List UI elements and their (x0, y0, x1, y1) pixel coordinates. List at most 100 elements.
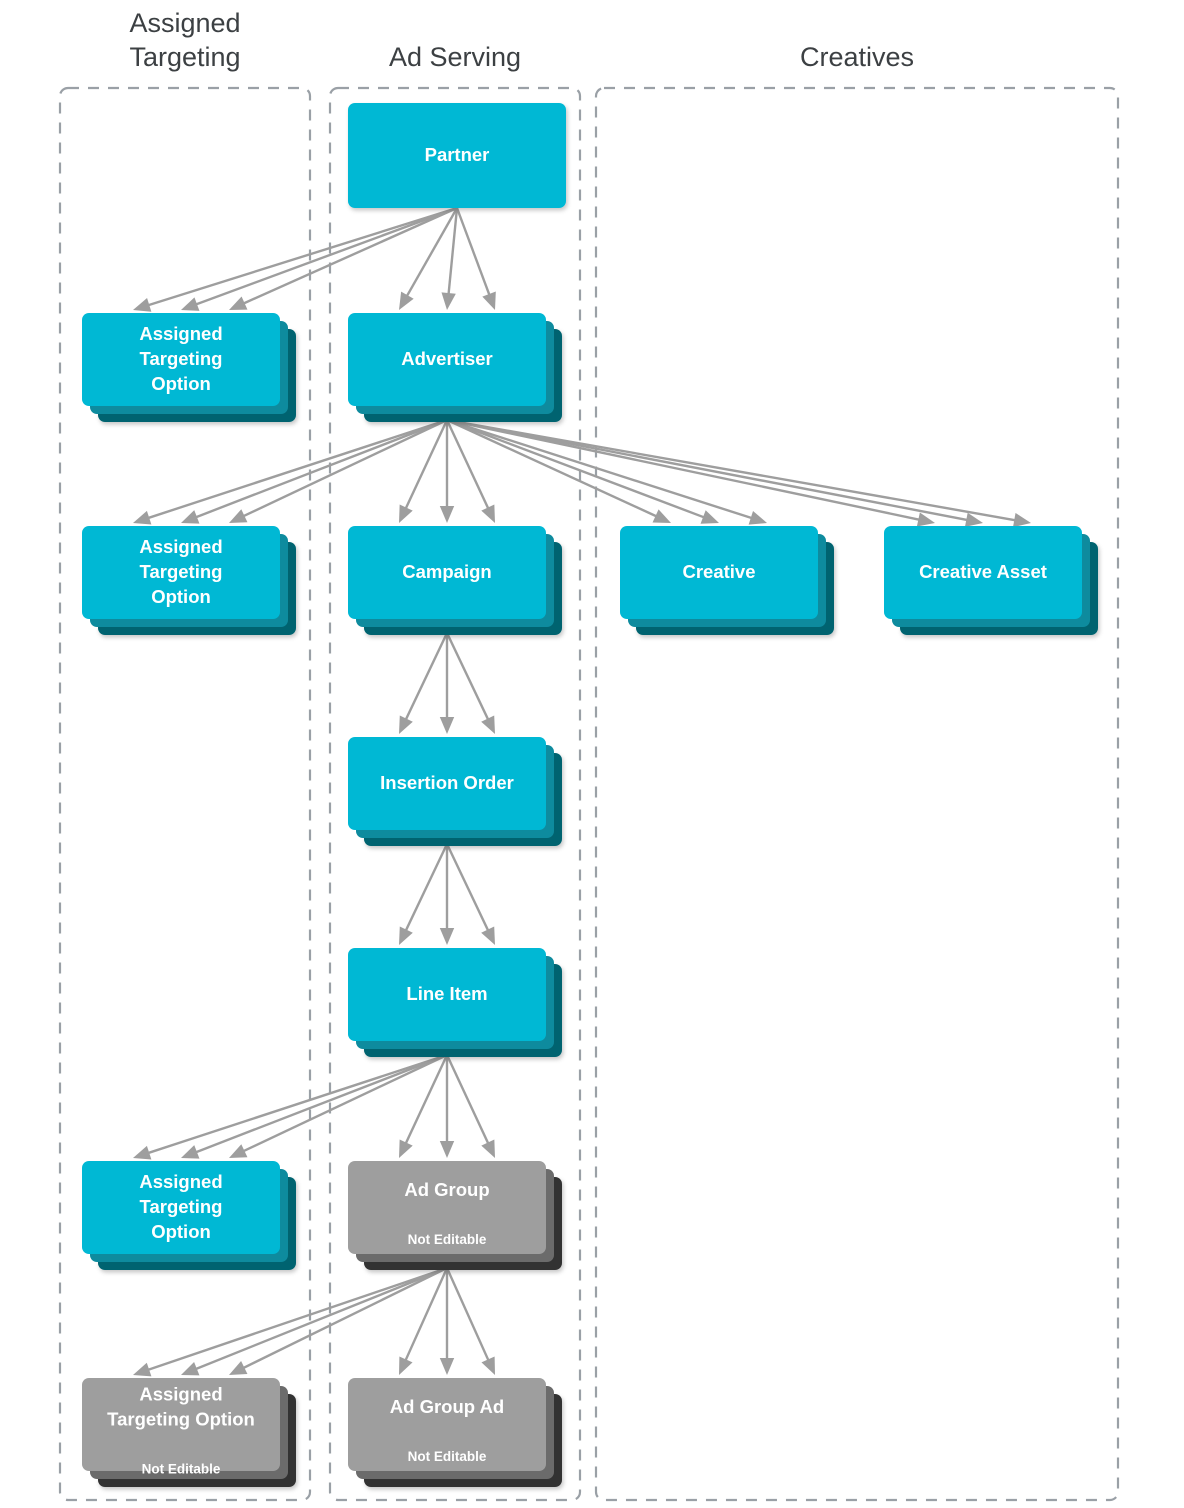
node-card[interactable] (348, 1161, 546, 1254)
edge-line (445, 632, 490, 721)
edges-layer (133, 206, 1031, 1377)
edge-arrowhead (439, 506, 455, 523)
edge-arrowhead (481, 926, 495, 945)
node-card[interactable] (348, 1378, 546, 1471)
node-label: Targeting (140, 1196, 223, 1217)
node-card[interactable] (348, 948, 546, 1041)
column-frame-assigned-targeting (58, 86, 312, 1502)
node-label: Option (151, 373, 211, 394)
node-label: Ad Group Ad (390, 1396, 504, 1417)
edge-line (242, 1053, 448, 1153)
column-title-line2: Targeting (129, 42, 240, 72)
edge-arrowhead (481, 504, 495, 523)
edge-ad-group-to-ad-group-ad (399, 1267, 495, 1375)
edge-arrowhead (229, 1361, 248, 1375)
node-insertion-order[interactable]: Insertion Order (348, 737, 562, 846)
edge-line (404, 419, 449, 510)
node-card[interactable] (82, 1161, 280, 1254)
edge-line (446, 418, 706, 519)
node-label: Targeting (140, 348, 223, 369)
edge-arrowhead (441, 292, 456, 310)
edge-line (446, 418, 754, 520)
edge-arrowhead (181, 1145, 200, 1159)
edge-arrowhead (481, 1139, 495, 1158)
edge-arrowhead (439, 928, 455, 945)
node-creative[interactable]: Creative (620, 526, 834, 635)
node-card[interactable] (348, 526, 546, 619)
node-card[interactable] (884, 526, 1082, 619)
edge-line (404, 632, 449, 721)
edge-arrowhead (399, 926, 413, 945)
node-label: Assigned (139, 536, 222, 557)
edge-arrowhead (399, 715, 413, 734)
edge-line-item-to-assigned-targeting-option-line-item (133, 1053, 448, 1160)
node-label: Targeting (140, 561, 223, 582)
node-card[interactable] (82, 313, 280, 406)
column-title-creatives: Creatives (800, 42, 914, 72)
edge-line (446, 418, 1017, 522)
edge-arrowhead (399, 291, 414, 310)
node-label: Option (151, 586, 211, 607)
edge-line (445, 843, 490, 932)
edge-arrowhead (1013, 512, 1031, 528)
edge-line (404, 843, 449, 932)
node-card[interactable] (348, 737, 546, 830)
node-line-item[interactable]: Line Item (348, 948, 562, 1057)
node-partner[interactable]: Partner (348, 103, 566, 208)
node-label: Insertion Order (380, 772, 514, 793)
node-campaign[interactable]: Campaign (348, 526, 562, 635)
edge-line (242, 206, 458, 305)
edge-arrowhead (133, 1362, 152, 1377)
edge-line (404, 1267, 449, 1362)
edge-arrowhead (481, 1356, 495, 1375)
node-creative-asset[interactable]: Creative Asset (884, 526, 1098, 635)
node-card[interactable] (82, 1378, 280, 1471)
column-title-line1: Ad Serving (389, 42, 521, 72)
edge-arrowhead (229, 509, 248, 523)
column-frame-creatives (594, 86, 1120, 1502)
node-label: Advertiser (401, 348, 493, 369)
node-label: Targeting Option (107, 1409, 255, 1430)
edge-ad-group-to-assigned-targeting-option-ad-group (133, 1266, 448, 1377)
node-card[interactable] (82, 526, 280, 619)
edge-arrowhead (439, 717, 455, 734)
node-not-editable-label: Not Editable (142, 1462, 221, 1477)
edge-line (445, 419, 490, 510)
edge-arrowhead (229, 1144, 248, 1158)
node-advertiser[interactable]: Advertiser (348, 313, 562, 422)
edge-partner-to-assigned-targeting-option-partner (133, 206, 458, 312)
edge-line (445, 1054, 490, 1145)
edge-line (446, 418, 969, 522)
edge-line (446, 418, 658, 518)
edge-arrowhead (181, 510, 200, 524)
edge-line-item-to-ad-group (399, 1054, 495, 1158)
edge-line (194, 1053, 448, 1154)
edge-arrowhead (481, 715, 495, 734)
column-frames-layer (58, 86, 1120, 1502)
node-label: Assigned (139, 323, 222, 344)
edge-arrowhead (133, 298, 152, 312)
column-frame-ad-serving (328, 86, 582, 1502)
edge-partner-to-advertiser (399, 207, 496, 310)
node-card[interactable] (348, 103, 566, 208)
edge-arrowhead (133, 510, 152, 525)
edge-arrowhead (181, 1361, 200, 1376)
edge-line (194, 418, 448, 519)
edge-arrowhead (399, 504, 413, 523)
node-card[interactable] (348, 313, 546, 406)
edge-campaign-to-insertion-order (399, 632, 495, 734)
column-title-line1: Creatives (800, 42, 914, 72)
node-card[interactable] (620, 526, 818, 619)
edge-arrowhead (700, 510, 719, 524)
node-label: Assigned (139, 1171, 222, 1192)
